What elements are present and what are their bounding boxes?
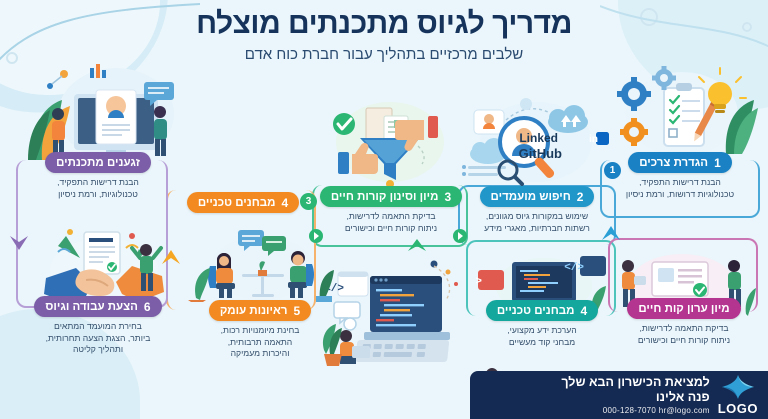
illustration-handshake-contract: [44, 229, 164, 304]
step-card-2[interactable]: 2 חיפוש מועמדים שימוש במקורות גיוס מגוונ…: [458, 186, 616, 234]
step-card-1[interactable]: 1 הגדרת צרכים הבנת דרישות התפקיד, טכנולו…: [600, 152, 760, 200]
footer-line-1: למציאת הכישרון הבא שלך: [561, 375, 710, 390]
step-pill-4-left[interactable]: 4 מבחנים טכניים: [186, 192, 300, 213]
footer-line-2: פנה אלינו: [655, 389, 710, 404]
svg-text:GitHub: GitHub: [519, 146, 562, 161]
illustration-magnifier-sources: Linked in GitHub: [462, 98, 609, 186]
step-label-cv: מיון ערון קות חיים: [638, 302, 730, 315]
step-pill-3[interactable]: 3 מיון וסינון קורות חיים: [319, 186, 463, 207]
step-card-4-left[interactable]: 4 מבחנים טכניים: [172, 192, 314, 213]
step-pill-5[interactable]: 5 ראיונות עומק: [208, 300, 312, 321]
step-desc-intro: הבנת דרישות התפקיד, טכנולוגיות, ורמת ניס…: [57, 177, 139, 199]
connector-step1: [600, 160, 760, 218]
svg-text:Linked: Linked: [519, 131, 558, 145]
step-label-4-left: מבחנים טכניים: [197, 196, 276, 209]
step-desc-5: בחינת מיומנויות רכות, התאמה תרבותית, והי…: [220, 325, 300, 359]
step-badge-3: 3: [300, 193, 317, 210]
illustration-gears-clipboard-bulb: [617, 66, 758, 156]
background-swoosh-right: [600, 5, 768, 48]
step-number-4-left: 4: [281, 195, 289, 210]
step-label-4-right: מבחנים טכניים: [496, 304, 575, 317]
connector-step3: [312, 185, 468, 247]
illustration-monitor-cv-team: [28, 64, 174, 160]
page-title: מדריך לגיוס מתכנתים מוצלח: [196, 7, 572, 40]
step-desc-4-right: הערכת ידע מקצועי, מבחני קוד מעשיים: [507, 325, 577, 347]
illustration-funnel-screening: [333, 102, 444, 186]
step-pill-1[interactable]: 1 הגדרת צרכים: [628, 152, 732, 173]
flow-arrow-up-green: [408, 239, 426, 251]
step-label-5: ראיונות עומק: [219, 304, 288, 317]
step-card-4-right[interactable]: 4 מבחנים טכניים הערכת ידע מקצועי, מבחני …: [466, 300, 618, 348]
logo-diamond-icon: [721, 375, 754, 399]
footer-text: למציאת הכישרון הבא שלך פנה אלינו 000-128…: [478, 375, 710, 415]
step-pill-4-right[interactable]: 4 מבחנים טכניים: [485, 300, 599, 321]
step-card-intro[interactable]: זגענים מתכנתים הבנת דרישות התפקיד, טכנול…: [20, 152, 176, 200]
step-number-2: 2: [576, 189, 584, 204]
step-label-2: חיפוש מועמדים: [490, 190, 571, 203]
flow-arrow-up-blue: [602, 226, 620, 240]
illustration-code-workspace: </>: [322, 260, 458, 366]
step-desc-1: הבנת דרישות התפקיד, טכנולוגיות דרושות, ו…: [625, 177, 735, 199]
svg-text:in: in: [589, 134, 598, 145]
connector-step-cv: [608, 238, 758, 312]
step-card-cv[interactable]: מיון ערון קות חיים בדיקת התאמה לדרישות, …: [608, 298, 760, 346]
step-label-3: מיון וסינון קורות חיים: [330, 190, 439, 203]
flow-arrow-down-purple: [10, 236, 28, 250]
decorative-ring: [742, 22, 752, 32]
flow-arrow-left-2: [309, 229, 323, 243]
step-label-intro: זגענים מתכנתים: [56, 156, 140, 169]
step-number-5: 5: [293, 303, 301, 318]
footer-contact-info: 000-128-7070 hr@logo.com: [602, 405, 710, 415]
step-pill-cv[interactable]: מיון ערון קות חיים: [627, 298, 741, 319]
step-card-3[interactable]: 3 מיון וסינון קורות חיים בדיקת התאמה לדר…: [312, 186, 470, 234]
step-card-5[interactable]: 5 ראיונות עומק בחינת מיומנויות רכות, התא…: [184, 300, 336, 360]
step-label-1: הגדרת צרכים: [639, 156, 709, 169]
step-number-1: 1: [714, 155, 721, 170]
logo: LOGO: [718, 374, 758, 416]
step-number-4-right: 4: [580, 303, 588, 318]
step-pill-2[interactable]: 2 חיפוש מועמדים: [479, 186, 595, 207]
flow-arrow-left: [453, 229, 467, 243]
step-label-6: הצעת עבודה וגיוס: [45, 300, 138, 313]
svg-text:</>: </>: [564, 262, 584, 274]
header: מדריך לגיוס מתכנתים מוצלח שלבים מרכזיים …: [0, 7, 768, 64]
page-subtitle: שלבים מרכזיים בתהליך עבור חברת כוח אדם: [244, 46, 524, 64]
step-desc-cv: בדיקת התאמה לדרישות, ניתוח קורות חיים וכ…: [637, 323, 731, 345]
step-desc-3: בדיקת התאמה לדרישות, ניתוח קורות חיים וכ…: [344, 211, 438, 233]
footer-contact-bar: LOGO למציאת הכישרון הבא שלך פנה אלינו 00…: [470, 371, 768, 419]
svg-text:</>: </>: [476, 276, 482, 288]
step-number-3: 3: [444, 189, 452, 204]
step-pill-6[interactable]: 6 הצעת עבודה וגיוס: [34, 296, 162, 317]
flow-arrow-up-orange: [162, 250, 180, 264]
step-desc-6: בחירת המועמד המתאים ביותר, הצגת הצעה תחר…: [45, 321, 151, 355]
step-pill-intro[interactable]: זגענים מתכנתים: [45, 152, 151, 173]
logo-text: LOGO: [717, 401, 758, 416]
step-desc-2: שימוש במקורות גיוס מגוונים, רשתות חברתיו…: [484, 211, 590, 233]
step-badge-1: 1: [604, 162, 621, 179]
step-card-6[interactable]: 6 הצעת עבודה וגיוס בחירת המועמד המתאים ב…: [20, 296, 176, 356]
connector-step4-right: [466, 240, 616, 316]
step-number-6: 6: [143, 299, 151, 314]
decorative-ring: [640, 8, 658, 26]
background-swoosh: [0, 3, 200, 61]
decorative-ring: [6, 52, 18, 64]
illustration-interview: [188, 230, 334, 302]
